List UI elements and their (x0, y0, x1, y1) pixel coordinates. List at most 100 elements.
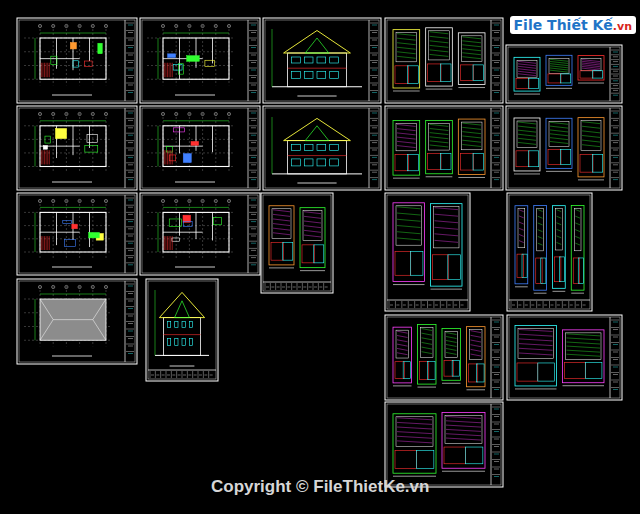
cad-line (251, 200, 256, 201)
cad-line (397, 335, 408, 337)
cad-line (167, 236, 168, 250)
window (304, 159, 313, 166)
cad-line (126, 60, 134, 61)
cad-line (519, 344, 553, 346)
grid-bubble (214, 199, 217, 202)
cad-line (370, 75, 378, 76)
sheet-border (263, 106, 381, 190)
cad-line (557, 229, 562, 231)
cad-line (538, 243, 543, 245)
cad-line (128, 286, 133, 287)
cad-line (534, 293, 547, 294)
cad-line (89, 38, 90, 61)
cad-line (169, 150, 170, 164)
cad-line (435, 227, 459, 229)
cad-line (249, 68, 257, 69)
cad-line (41, 236, 42, 250)
detail-frame (534, 206, 547, 291)
cad-line (251, 142, 256, 143)
cad-line (550, 138, 568, 140)
cad-line (611, 320, 619, 321)
cad-line (251, 40, 256, 41)
cad-line (372, 172, 377, 173)
cad-line (494, 135, 499, 136)
cad-line (613, 135, 618, 136)
cad-line (494, 409, 499, 410)
cad-line (613, 382, 618, 383)
cad-line (494, 344, 499, 345)
fill-block (187, 56, 200, 62)
detail-part (578, 258, 583, 283)
cad-line (248, 20, 249, 101)
cad-line (128, 293, 133, 294)
cad-line (441, 305, 444, 306)
detail-part (434, 207, 460, 248)
wall (40, 212, 106, 252)
cad-line (611, 125, 619, 126)
cad-line (304, 212, 321, 214)
cad-line (126, 53, 134, 54)
cad-line (126, 329, 134, 330)
cad-line (557, 216, 562, 218)
cad-line (492, 387, 500, 388)
cad-line (494, 70, 499, 71)
sheet-border (385, 193, 470, 311)
cad-line (128, 250, 133, 251)
cad-line (126, 226, 134, 227)
cad-line (212, 126, 213, 152)
cad-line (249, 45, 257, 46)
cad-line (492, 75, 500, 76)
cad-line (128, 264, 133, 265)
cad-line (613, 113, 618, 114)
furniture (84, 61, 92, 66)
cad-line (494, 55, 499, 56)
sheet-border (17, 193, 137, 275)
cad-line (613, 56, 618, 57)
cad-line (611, 350, 619, 351)
window (292, 72, 301, 79)
grid-bubble (104, 199, 107, 202)
cad-line (494, 389, 499, 390)
grid-bubble (91, 112, 94, 115)
cad-line (126, 344, 134, 345)
cad-line (492, 437, 500, 438)
cad-line (126, 83, 134, 84)
cad-line (128, 85, 133, 86)
cad-line (249, 212, 257, 213)
cad-line (492, 350, 500, 351)
wall (40, 126, 106, 167)
cad-line (567, 342, 601, 344)
cad-line (430, 129, 449, 131)
cad-line (370, 118, 378, 119)
cad-line (35, 38, 36, 79)
cad-line (249, 162, 257, 163)
cad-line (44, 150, 45, 164)
cad-line (538, 236, 543, 238)
cad-line (518, 126, 536, 128)
cad-line (435, 221, 459, 223)
cad-line (369, 20, 370, 101)
cad-line (215, 200, 216, 258)
detail-part (271, 242, 284, 260)
sheet-inner (387, 108, 501, 188)
cad-line (128, 323, 133, 324)
cad-line (309, 287, 312, 288)
detail-frame (563, 330, 605, 383)
cad-line (372, 62, 377, 63)
sheet-border (385, 402, 503, 487)
cad-line (494, 431, 499, 432)
cad-line (494, 85, 499, 86)
cad-line (393, 385, 412, 386)
cad-line (550, 70, 568, 72)
cad-line (397, 213, 421, 215)
cad-line (512, 305, 515, 306)
cad-line (550, 68, 568, 70)
cad-line (251, 47, 256, 48)
cad-line (492, 372, 500, 373)
cad-line (128, 142, 133, 143)
grid-bubble (161, 199, 164, 202)
cad-line (518, 130, 536, 132)
detail-frame (418, 325, 437, 385)
cad-line (126, 111, 134, 112)
cad-line (24, 152, 112, 153)
